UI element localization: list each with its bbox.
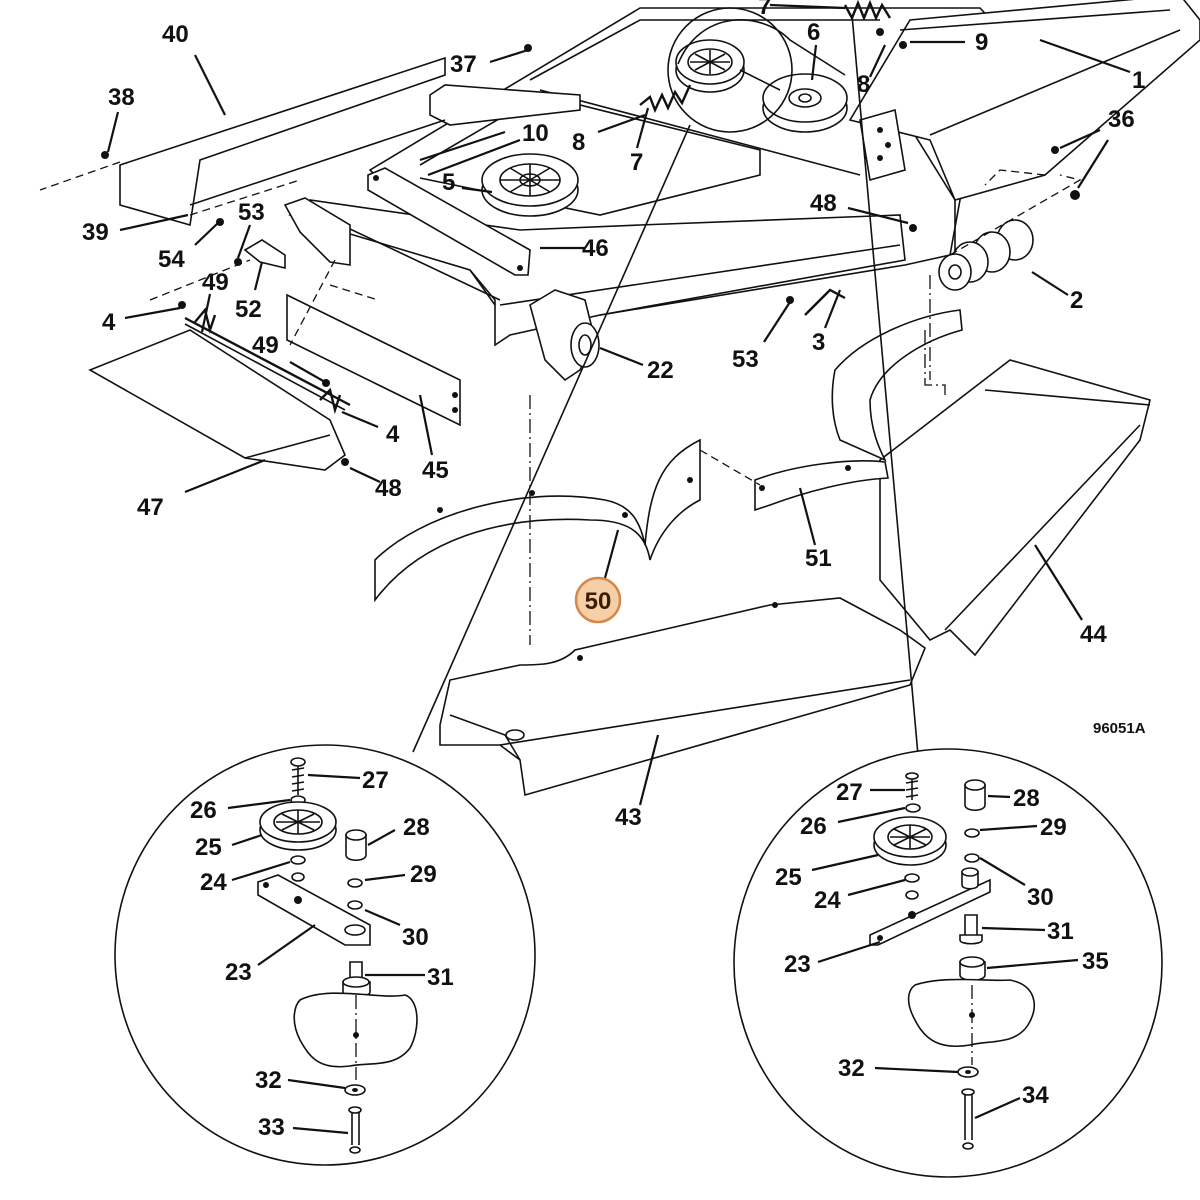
leader-lines: [106, 3, 1131, 1135]
label-22: 22: [647, 357, 674, 384]
bracket-52: [243, 239, 286, 270]
idler-pulley-top: [675, 39, 745, 93]
detail-projection-lines-left: [412, 124, 691, 753]
side-shield-44: [879, 359, 1151, 657]
detail-left-label-32: 32: [255, 1067, 282, 1094]
spindle-pulley-5: [481, 153, 579, 217]
spring-49-left: [194, 307, 217, 335]
detail-projection-lines-right: [851, 14, 919, 756]
bracket-plate: [859, 108, 906, 182]
detail-left-label-24: 24: [200, 869, 227, 896]
label-43: 43: [615, 804, 642, 831]
label-7: 7: [630, 149, 643, 176]
spring-8: [639, 84, 692, 114]
detail-right-label-31: 31: [1047, 918, 1074, 945]
detail-right-label-26: 26: [800, 813, 827, 840]
detail-right-label-25: 25: [775, 864, 802, 891]
detail-left-label-28: 28: [403, 814, 430, 841]
baffle-50: [374, 438, 701, 603]
detail-left-label-29: 29: [410, 861, 437, 888]
label-6: 6: [807, 19, 820, 46]
label-49-bottom: 49: [252, 332, 279, 359]
detail-left-label-25: 25: [195, 834, 222, 861]
label-49-top: 49: [202, 269, 229, 296]
label-2: 2: [1070, 287, 1083, 314]
spring-7: [843, 0, 892, 22]
detail-left-label-33: 33: [258, 1114, 285, 1141]
rod-4: [184, 316, 351, 407]
drive-pulley-6: [762, 73, 848, 133]
label-53-top: 53: [238, 199, 265, 226]
label-51: 51: [805, 545, 832, 572]
label-44: 44: [1080, 621, 1107, 648]
label-38: 38: [108, 84, 135, 111]
highlight-label[interactable]: 50: [585, 588, 612, 615]
fasteners-top-view: [101, 28, 1080, 466]
baffle-51: [754, 460, 889, 512]
label-46: 46: [582, 235, 609, 262]
label-47: 47: [137, 494, 164, 521]
label-39: 39: [82, 219, 109, 246]
label-37: 37: [450, 51, 477, 78]
label-3: 3: [812, 329, 825, 356]
label-10: 10: [522, 120, 549, 147]
discharge-plate-47: [88, 329, 346, 471]
part-number-labels: 1 2 3 4 4 5 6 7 7 8 8 9 10 22 36 37 38 3…: [82, 0, 1146, 1141]
detail-right-label-24: 24: [814, 887, 841, 914]
rear-shield-43: [439, 597, 926, 797]
highlighted-part-50[interactable]: 50: [574, 576, 622, 624]
label-48-top: 48: [810, 190, 837, 217]
detail-view-right: [733, 748, 1163, 1178]
label-36: 36: [1108, 106, 1135, 133]
label-7-top: 7: [758, 0, 771, 20]
detail-right-label-35: 35: [1082, 948, 1109, 975]
deck-top-assembly: [288, 0, 1200, 382]
label-8-left: 8: [572, 129, 585, 156]
label-5: 5: [442, 169, 455, 196]
label-45: 45: [422, 457, 449, 484]
caster-wheel-22: [529, 289, 600, 382]
detail-left-label-31: 31: [427, 964, 454, 991]
detail-left-label-30: 30: [402, 924, 429, 951]
label-53-right: 53: [732, 346, 759, 373]
bar-46: [367, 167, 531, 276]
drive-belt: [677, 19, 846, 91]
detail-left-label-23: 23: [225, 959, 252, 986]
baffle-37: [429, 84, 581, 126]
detail-right-label-27: 27: [836, 779, 863, 806]
detail-left-label-26: 26: [190, 797, 217, 824]
highlight-marker[interactable]: [574, 576, 622, 624]
label-52: 52: [235, 296, 262, 323]
detail-right-label-32: 32: [838, 1055, 865, 1082]
label-40: 40: [162, 21, 189, 48]
figure-code: 96051A: [1093, 720, 1146, 737]
label-1: 1: [1132, 67, 1145, 94]
belt-circle: [667, 7, 793, 133]
spring-49-right: [319, 387, 342, 415]
bracket-45: [286, 293, 461, 427]
detail-right-label-30: 30: [1027, 884, 1054, 911]
detail-left-label-27: 27: [362, 767, 389, 794]
cross-member: [288, 199, 906, 347]
shield-40: [119, 56, 446, 227]
rollers-2: [938, 219, 1034, 291]
detail-right-label-29: 29: [1040, 814, 1067, 841]
label-4-right: 4: [386, 421, 400, 448]
label-9: 9: [975, 29, 988, 56]
detail-view-left: [114, 744, 536, 1166]
label-54: 54: [158, 246, 185, 273]
label-48-bottom: 48: [375, 475, 402, 502]
detail-right-label-28: 28: [1013, 785, 1040, 812]
detail-right-label-34: 34: [1022, 1082, 1049, 1109]
detail-right-label-23: 23: [784, 951, 811, 978]
label-4-left: 4: [102, 309, 116, 336]
frame-channel-1: [848, 0, 1200, 201]
label-8-right: 8: [857, 71, 870, 98]
